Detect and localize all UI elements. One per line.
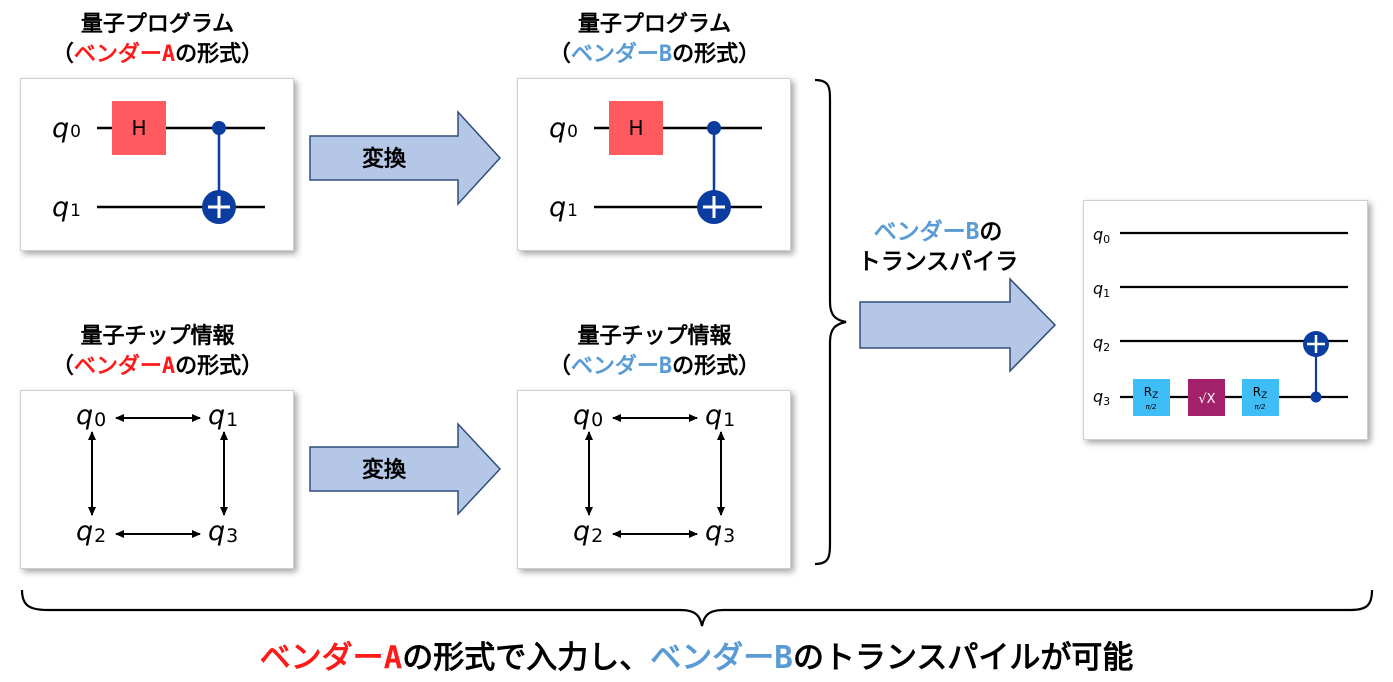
block-arrow-shape [309,110,502,206]
rz-gate-2-label: RZ [1253,385,1268,401]
rz-gate-1-label: RZ [1144,385,1159,401]
cnot-control-dot [707,121,721,135]
chip-b-title: 量子チップ情報 （ベンダーBの形式） [517,322,792,382]
circuit-vendor-b: q0 q1 H [549,101,762,224]
qubit-label-q0: q0 [549,113,578,144]
caption-end: のトランスパイルが可能 [792,640,1134,676]
vendor-b-label: ベンダーB [570,42,673,67]
transpile-arrow [859,277,1057,373]
paren-open: （ [51,354,74,379]
vendor-b-label: ベンダーB [570,354,673,379]
block-arrow-shape [309,422,502,516]
right-curly-brace [814,78,847,566]
transpiler-label-line2: トランスパイラ [857,249,1019,275]
chip-topology-vendor-a: q0 q1 q2 q3 [76,400,238,547]
paren-open: （ [548,42,571,67]
program-b-title-line1: 量子プログラム [577,12,732,37]
cnot-control-dot [212,121,226,135]
qubit-label-q0: q0 [52,113,81,144]
sx-gate-label: √X [1198,392,1215,407]
circuit-vendor-a: q0 q1 H [52,101,265,224]
convert-label: 変換 [362,457,407,483]
qubit-label-q1: q1 [549,192,578,223]
chip-qubit-q2: q2 [76,516,106,547]
qubit-label-q1: q1 [52,192,81,223]
h-gate-label: H [131,116,146,140]
h-gate-label: H [628,116,643,140]
vendor-b-label: ベンダーB [873,219,980,245]
chip-topology-vendor-b: q0 q1 q2 q3 [573,400,735,547]
chip-qubit-q0: q0 [573,400,603,431]
chip-qubit-q1: q1 [705,400,735,431]
program-a-title: 量子プログラム （ベンダーAの形式） [20,10,295,70]
chip-b-title-line2: （ベンダーBの形式） [517,352,792,382]
rz-gate-2 [1242,379,1279,416]
program-a-title-line2: （ベンダーAの形式） [20,40,295,70]
block-arrow-shape [859,277,1057,373]
format-suffix: の形式） [175,42,264,67]
qubit-label-q2: q2 [1093,333,1110,354]
chip-a-title-line2: （ベンダーAの形式） [20,352,295,382]
chip-b-title-line1: 量子チップ情報 [577,324,732,349]
caption-middle: の形式で入力し、 [402,640,651,676]
cnot-control-dot [1310,391,1322,403]
rz-gate-2-param: π/2 [1254,403,1266,411]
paren-open: （ [548,354,571,379]
convert-label: 変換 [362,146,407,172]
chip-qubit-q3: q3 [208,516,238,547]
h-gate [112,101,166,155]
format-suffix: の形式） [175,354,264,379]
chip-qubit-q0: q0 [76,400,106,431]
rz-gate-1 [1133,379,1170,416]
vendor-a-label: ベンダーA [73,42,176,67]
chip-qubit-q3: q3 [705,516,735,547]
qubit-label-q1: q1 [1093,279,1110,300]
paren-open: （ [51,42,74,67]
program-b-title: 量子プログラム （ベンダーBの形式） [517,10,792,70]
format-suffix: の形式） [672,42,761,67]
program-a-title-line1: 量子プログラム [80,12,235,37]
convert-arrow-bottom: 変換 [309,422,502,516]
sx-gate [1188,379,1225,416]
chip-qubit-q2: q2 [573,516,603,547]
rz-gate-1-param: π/2 [1145,403,1157,411]
chip-a-title-line1: 量子チップ情報 [80,324,235,349]
program-b-title-line2: （ベンダーBの形式） [517,40,792,70]
chip-a-title: 量子チップ情報 （ベンダーAの形式） [20,322,295,382]
transpiled-circuit: q0 q1 q2 q3 RZ π/2 √X RZ π/2 [1093,225,1348,416]
h-gate [609,101,663,155]
caption-vendor-a: ベンダーA [259,640,403,676]
chip-qubit-q1: q1 [208,400,238,431]
format-suffix: の形式） [672,354,761,379]
transpiler-label-suffix: の [979,219,1003,245]
bottom-caption: ベンダーAの形式で入力し、ベンダーBのトランスパイルが可能 [0,638,1393,678]
vendor-a-label: ベンダーA [73,354,176,379]
convert-arrow-top: 変換 [309,110,502,206]
transpiler-label: ベンダーBの トランスパイラ [838,217,1038,277]
qubit-label-q0: q0 [1093,225,1110,246]
qubit-label-q3: q3 [1093,387,1110,408]
transpiler-label-line1: ベンダーBの [838,217,1038,247]
caption-vendor-b: ベンダーB [650,640,793,676]
bottom-curly-brace [20,589,1374,627]
